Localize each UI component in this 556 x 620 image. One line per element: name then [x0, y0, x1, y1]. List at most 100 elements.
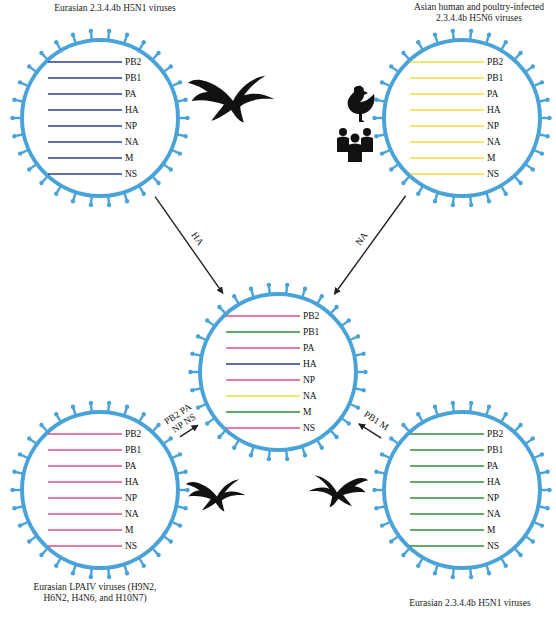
- spike-tip: [487, 199, 491, 203]
- spike-tip: [71, 405, 75, 409]
- spike-tip: [451, 401, 455, 405]
- spike-tip: [401, 181, 405, 185]
- spike-tip: [416, 412, 420, 416]
- spike-tip: [183, 506, 187, 510]
- gene-segment-name: PA: [487, 459, 498, 473]
- spike-tip: [178, 151, 182, 155]
- spike-tip: [469, 401, 473, 405]
- spike-tip: [27, 64, 31, 68]
- gene-segment-line: [226, 315, 300, 317]
- spike-tip: [185, 488, 189, 492]
- spike-tip: [320, 294, 324, 298]
- spike-tip: [196, 405, 200, 409]
- spike-tip: [18, 80, 22, 84]
- spike-tip: [89, 575, 93, 579]
- gene-segment-name: PB1: [125, 71, 141, 85]
- spike-tip: [374, 506, 378, 510]
- spike-tip: [361, 388, 365, 392]
- spike-tip: [39, 51, 43, 55]
- spike-tip: [433, 571, 437, 575]
- spike-tip: [205, 421, 209, 425]
- virus-envelope: [10, 400, 190, 580]
- gene-segment-name: M: [125, 523, 133, 537]
- gene-segment-name: PB2: [125, 55, 141, 69]
- spike-tip: [10, 488, 14, 492]
- spike-tip: [504, 40, 508, 44]
- spike-tip: [190, 352, 194, 356]
- gene-segment-line: [48, 529, 122, 531]
- gene-segment-line: [226, 411, 300, 413]
- spike-tip: [540, 452, 544, 456]
- spike-tip: [18, 452, 22, 456]
- spike-tip: [401, 51, 405, 55]
- spike-tip: [433, 33, 437, 37]
- spike-tip: [380, 452, 384, 456]
- gene-segment-line: [410, 465, 484, 467]
- spike-tip: [125, 199, 129, 203]
- gene-segment-line: [48, 465, 122, 467]
- spike-tip: [183, 470, 187, 474]
- gene-segment-line: [410, 449, 484, 451]
- spike-tip: [18, 523, 22, 527]
- spike-tip: [107, 29, 111, 33]
- gene-segment-name: M: [487, 151, 495, 165]
- spike-tip: [356, 334, 360, 338]
- spike-tip: [531, 167, 535, 171]
- spike-tip: [196, 334, 200, 338]
- spike-tip: [156, 423, 160, 427]
- gene-segment-name: PB1: [487, 443, 503, 457]
- spike-tip: [142, 564, 146, 568]
- spike-tip: [401, 423, 405, 427]
- spike-tip: [190, 388, 194, 392]
- spike-tip: [540, 523, 544, 527]
- gene-segment-line: [48, 513, 122, 515]
- spike-tip: [433, 199, 437, 203]
- gene-segment-line: [48, 77, 122, 79]
- gene-segment-name: NP: [487, 491, 499, 505]
- spike-tip: [71, 199, 75, 203]
- spike-tip: [451, 29, 455, 33]
- gene-segment-name: NP: [487, 119, 499, 133]
- spike-tip: [433, 405, 437, 409]
- spike-tip: [39, 181, 43, 185]
- envelope-circle: [384, 412, 540, 568]
- gene-segment-name: NS: [125, 539, 137, 553]
- gene-segment-line: [410, 529, 484, 531]
- spike-tip: [531, 539, 535, 543]
- spike-tip: [545, 470, 549, 474]
- gene-segment-name: HA: [487, 103, 501, 117]
- spike-tip: [54, 564, 58, 568]
- spike-tip: [217, 305, 221, 309]
- spike-tip: [389, 539, 393, 543]
- spike-tip: [39, 423, 43, 427]
- spike-tip: [169, 167, 173, 171]
- gene-segment-line: [48, 109, 122, 111]
- spike-tip: [487, 571, 491, 575]
- spike-tip: [156, 51, 160, 55]
- virus-group-heading: Asian human and poultry-infected 2.3.4.4…: [404, 2, 554, 24]
- gene-segment-line: [226, 363, 300, 365]
- spike-tip: [12, 134, 16, 138]
- gene-segment-line: [410, 77, 484, 79]
- spike-tip: [12, 470, 16, 474]
- virus-group-heading: Eurasian 2.3.4.4b H5N1 viruses: [15, 3, 215, 14]
- virus-group-heading: Eurasian 2.3.4.4b H5N1 viruses: [385, 598, 555, 609]
- spike-tip: [416, 40, 420, 44]
- spike-tip: [487, 33, 491, 37]
- spike-tip: [27, 167, 31, 171]
- spike-tip: [107, 575, 111, 579]
- segment-transfer-label: PB2 PA NP NS: [157, 398, 206, 441]
- gene-segment-line: [48, 433, 122, 435]
- spike-tip: [125, 33, 129, 37]
- spike-tip: [347, 318, 351, 322]
- gene-segment-name: PB1: [487, 71, 503, 85]
- spike-tip: [547, 116, 551, 120]
- spike-tip: [374, 134, 378, 138]
- chicken-icon: [348, 86, 375, 122]
- spike-tip: [416, 192, 420, 196]
- spike-tip: [334, 305, 338, 309]
- gene-segment-name: NP: [303, 373, 315, 387]
- virus-envelope: [372, 400, 552, 580]
- spike-tip: [540, 80, 544, 84]
- gene-segment-name: PA: [125, 87, 136, 101]
